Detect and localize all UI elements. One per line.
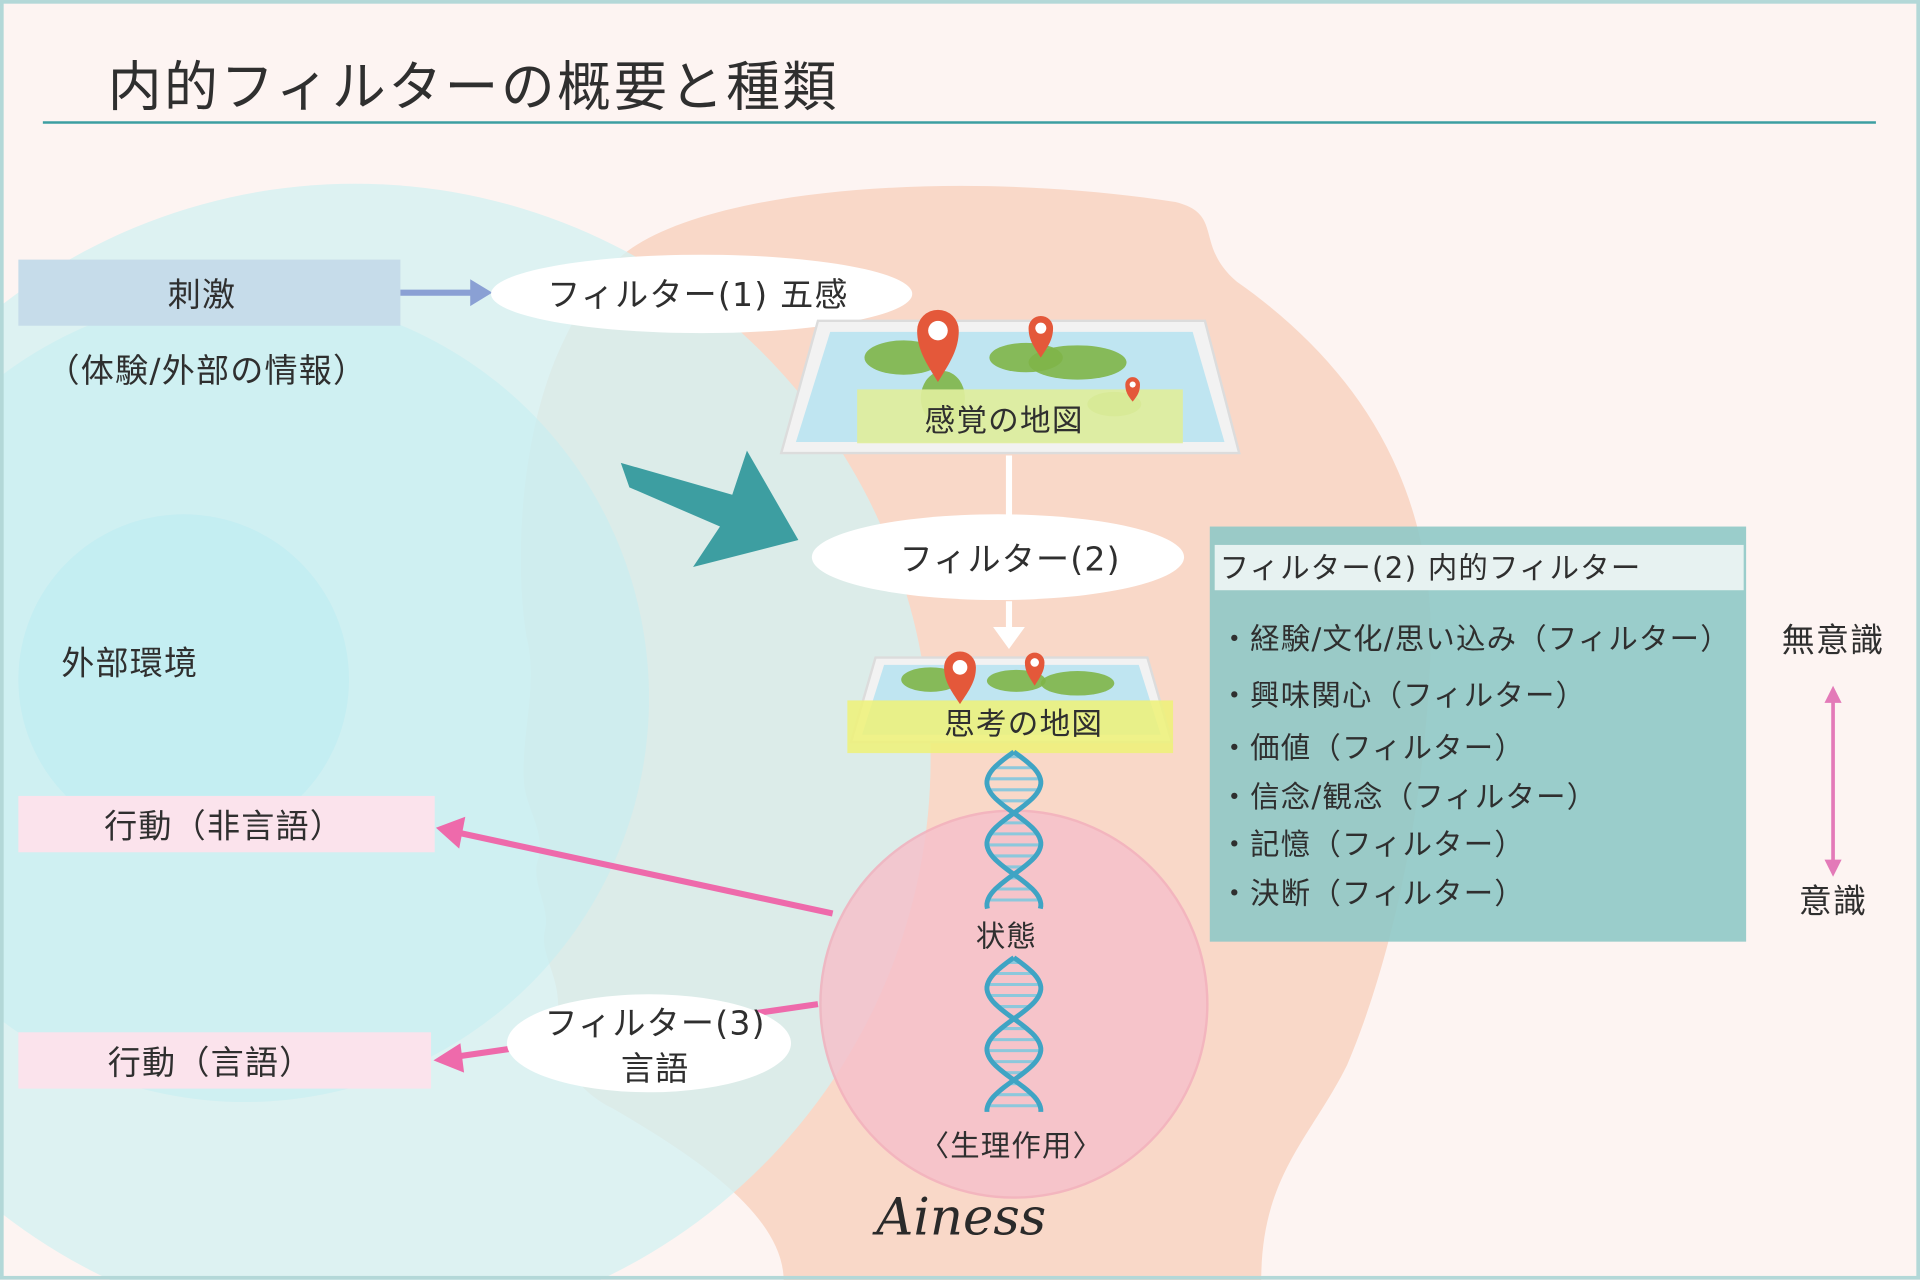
filter3-label-line2: 言語 xyxy=(621,1049,690,1088)
nonverbal-action-box xyxy=(18,795,435,853)
nonverbal-action-arrow xyxy=(457,829,834,917)
filter2-label: フィルター(2) xyxy=(900,540,1121,579)
filter3-label-line1: フィルター(3) xyxy=(545,1004,766,1043)
filter-list-item: ・信念/観念（フィルター） xyxy=(1220,780,1598,814)
stimulus-arrow-head xyxy=(470,279,493,307)
filter-list-item: ・興味関心（フィルター） xyxy=(1220,678,1587,712)
internal-filter-panel-header: フィルター(2) 内的フィルター xyxy=(1220,551,1642,585)
map-pin-hole xyxy=(1129,381,1136,388)
map-pin-icon xyxy=(1125,377,1140,402)
thinking-map: 思考の地図 xyxy=(847,651,1174,754)
filter2-ellipse xyxy=(811,514,1185,601)
environment-input-arrow xyxy=(620,450,799,567)
map-pin-hole xyxy=(928,320,948,341)
filter1-label: フィルター(1) 五感 xyxy=(547,275,848,314)
dna-strand xyxy=(984,955,1044,1112)
map-pin-hole xyxy=(1030,658,1039,667)
external-environment-label: 外部環境 xyxy=(61,644,198,683)
thinking-map-label-box xyxy=(847,700,1174,754)
sensory-map-label-box xyxy=(857,389,1183,444)
environment-inner-circle xyxy=(18,514,349,845)
conscious-label: 意識 xyxy=(1799,881,1868,920)
unconscious-label: 無意識 xyxy=(1782,620,1885,659)
stimulus-box xyxy=(18,259,401,326)
filter-list-item: ・価値（フィルター） xyxy=(1220,731,1525,765)
state-label: 状態 xyxy=(976,920,1037,954)
thinking-map-label: 思考の地図 xyxy=(944,708,1103,743)
filter1-ellipse xyxy=(491,254,913,334)
physiology-label: 〈生理作用〉 xyxy=(920,1129,1104,1163)
internal-filter-panel xyxy=(1209,526,1747,942)
filter-list-item: ・記憶（フィルター） xyxy=(1220,828,1525,862)
verbal-action-box xyxy=(18,1032,432,1089)
internal-filter-panel-header-box xyxy=(1214,544,1744,591)
sensory-map-label: 感覚の地図 xyxy=(924,404,1083,439)
awareness-scale-bottom-head xyxy=(1824,859,1842,877)
dna-strand xyxy=(984,955,1044,1112)
stimulus-label: 刺激 xyxy=(168,275,237,314)
map-pin-icon xyxy=(1024,652,1045,686)
filter2-down-arrow-head xyxy=(993,626,1025,649)
stimulus-caption: （体験/外部の情報） xyxy=(47,351,368,390)
continent-shape xyxy=(1028,345,1127,380)
nonverbal-action-arrow-head xyxy=(435,816,466,849)
filter-list-item: ・経験/文化/思い込み（フィルター） xyxy=(1220,622,1731,656)
map-pin-icon xyxy=(917,309,959,383)
verbal-action-arrow-head xyxy=(433,1043,465,1073)
map-pin-icon xyxy=(1028,315,1054,358)
page-title: 内的フィルターの概要と種類 xyxy=(108,55,839,118)
map-pin-icon xyxy=(944,651,976,705)
verbal-action-label: 行動（言語） xyxy=(108,1043,314,1082)
sensory-map: 感覚の地図 xyxy=(779,309,1241,455)
dna-strand xyxy=(984,749,1044,910)
nonverbal-action-label: 行動（非言語） xyxy=(104,807,344,846)
awareness-scale-top-head xyxy=(1824,685,1842,703)
filter3-ellipse xyxy=(506,994,792,1093)
continent-shape xyxy=(1040,671,1115,696)
map-pin-hole xyxy=(1035,322,1047,334)
dna-strand xyxy=(984,749,1044,910)
dna-helix-icon xyxy=(984,749,1044,1112)
filter-list-item: ・決断（フィルター） xyxy=(1220,877,1525,911)
map-pin-hole xyxy=(952,660,968,675)
signature-logo: Ainess xyxy=(872,1187,1046,1247)
